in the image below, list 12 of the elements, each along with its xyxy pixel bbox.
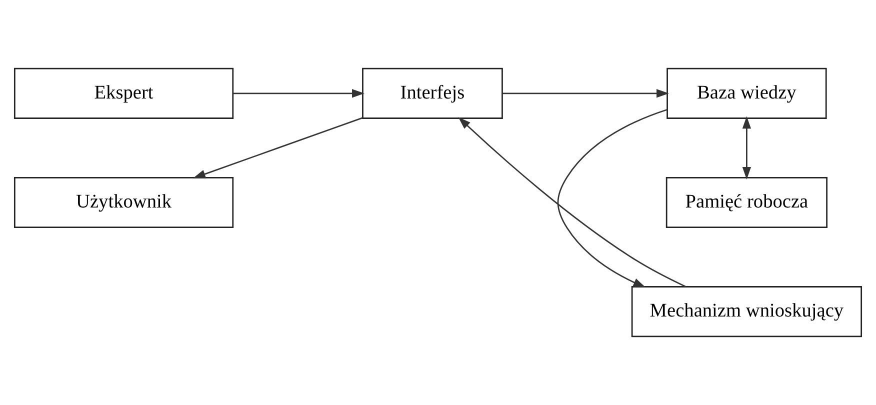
arrow [742, 116, 752, 180]
arrow [458, 117, 686, 288]
arrow [557, 109, 668, 288]
arrow [233, 89, 364, 98]
node-box: Baza wiedzy [666, 68, 827, 119]
node-box: Ekspert [14, 68, 234, 119]
node-box: Mechanizm wnioskujący [631, 286, 862, 338]
node-box: Interfejs [362, 68, 503, 119]
node-box: Pamięć robocza [666, 176, 828, 228]
arrow [502, 89, 669, 98]
arrow [193, 117, 363, 178]
node-box: Użytkownik [14, 176, 234, 228]
